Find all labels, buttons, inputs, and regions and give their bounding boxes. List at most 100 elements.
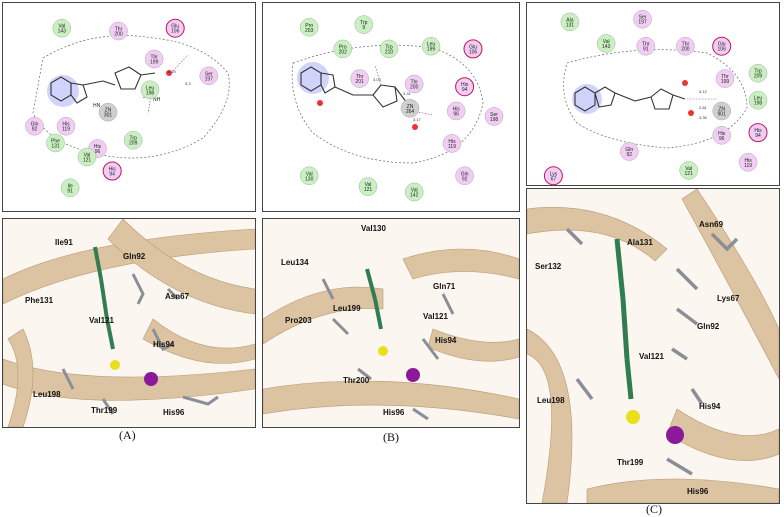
solvent-exposure-blob (47, 75, 79, 107)
residue-number: 264 (406, 109, 415, 115)
zinc-ion (666, 426, 684, 444)
residue-number: 199 (427, 47, 436, 53)
residue-circle (25, 116, 44, 136)
residue-circle (455, 166, 474, 186)
ligand-stick-model (365, 268, 383, 330)
distance-label: 3.3 (185, 81, 191, 86)
residue-name: Trp (385, 44, 393, 50)
residue-circle (455, 77, 475, 97)
residue-3d-label: Gln71 (433, 282, 456, 291)
residue-name: Lys (550, 171, 558, 177)
distance-label: 3.12 (699, 89, 708, 94)
residue-number: 198 (754, 101, 763, 107)
residue-name: Pro (305, 23, 313, 29)
residue-labels-c: Ala131Asn69Ser132Lys67Gln92Val121Leu198H… (535, 220, 740, 496)
residue-circle (748, 123, 768, 143)
residue-name: Thr (682, 42, 690, 48)
residue-name: Thr (721, 74, 729, 80)
panel-a-2d-map: HN NH 3.19 2.93 2.93 3.3 Val143Thr200Glu… (2, 2, 256, 212)
residue-number: 203 (305, 28, 314, 34)
residue-circle (748, 90, 768, 110)
residue-circle (679, 161, 698, 180)
residue-3d-label: Thr199 (91, 406, 118, 415)
residue-name: Pro (339, 44, 347, 50)
residue-number: 197 (638, 20, 647, 26)
residue-circle (379, 39, 399, 59)
residue-3d-label: Lys67 (717, 294, 740, 303)
residue-number: 130 (305, 176, 314, 182)
residue-name: Thr (642, 42, 650, 48)
panel-a-2d-svg: HN NH 3.19 2.93 2.93 3.3 Val143Thr200Glu… (25, 18, 230, 198)
residue-circle (748, 63, 768, 83)
distance-label: 3.31 (403, 91, 412, 96)
residue-name: Trp (130, 136, 138, 142)
residue-3d-label: Leu198 (537, 396, 565, 405)
residue-circle (300, 166, 319, 186)
residue-circle (560, 12, 580, 32)
panel-b-2d-svg: 3.03 3.31 3.17 Pro203Trp9Pro202Trp210Leu… (291, 15, 504, 202)
distance-label: 3.19 (168, 69, 177, 74)
residue-number: 199 (150, 60, 159, 66)
residue-3d-label: Leu198 (33, 390, 61, 399)
residue-3d-label: Val121 (639, 352, 664, 361)
residue-number: 301 (104, 113, 113, 119)
residue-3d-label: Asn69 (699, 220, 724, 229)
residue-number: 94 (755, 133, 761, 139)
residue-3d-label: Leu134 (281, 258, 309, 267)
residue-number: 119 (448, 144, 456, 150)
residue-circle (421, 37, 441, 56)
residue-name: Leu (146, 85, 155, 91)
residue-name: Phe (51, 139, 60, 145)
residue-circle (56, 116, 76, 136)
panel-c-3d-svg: Ala131Asn69Ser132Lys67Gln92Val121Leu198H… (527, 189, 779, 503)
residue-3d-label: Thr200 (343, 376, 370, 385)
residue-number: 143 (58, 29, 67, 35)
residue-circle (60, 178, 80, 198)
residue-sticks (565, 227, 739, 476)
residue-circle (676, 37, 695, 56)
sulfonamide-group (110, 360, 120, 370)
residue-number: 198 (146, 90, 155, 96)
residue-name: Val (603, 39, 610, 45)
residue-number: 209 (754, 74, 763, 80)
residue-number: 92 (462, 176, 468, 182)
ligand-stick-model (614, 238, 634, 400)
residue-circle (52, 19, 71, 38)
residue-circle (620, 142, 639, 161)
residue-circle (446, 101, 466, 121)
residue-number: 131 (51, 144, 60, 150)
residue-number: 106 (171, 29, 180, 35)
distance-label: 2.81 (699, 105, 708, 110)
protein-ribbon (527, 189, 779, 503)
residue-3d-label: Ala131 (627, 238, 653, 247)
residue-circle (109, 21, 128, 41)
residue-3d-label: Gln92 (123, 252, 146, 261)
residue-circle (358, 177, 378, 196)
residue-number: 143 (602, 44, 611, 50)
residue-3d-label: Pro203 (285, 316, 312, 325)
residue-name: Glu (469, 44, 477, 50)
residue-3d-label: Phe131 (25, 296, 54, 305)
residue-number: 94 (109, 172, 115, 178)
residue-number: 106 (469, 49, 478, 55)
residue-circle (484, 107, 504, 126)
oxygen-atom (317, 100, 323, 106)
binding-pocket-outline (291, 44, 484, 164)
residue-circle (543, 166, 563, 185)
residue-number: 201 (355, 79, 364, 85)
residue-name: Gln (461, 171, 469, 177)
residue-name: Trp (754, 69, 762, 75)
residue-number: 901 (718, 112, 727, 118)
residue-circle (404, 74, 424, 94)
residue-number: 198 (490, 117, 499, 123)
residue-name: His (62, 122, 70, 128)
oxygen-atom (412, 124, 418, 130)
residue-circle (98, 102, 118, 122)
residue-number: 96 (719, 136, 725, 142)
caption-c: (C) (646, 502, 662, 516)
